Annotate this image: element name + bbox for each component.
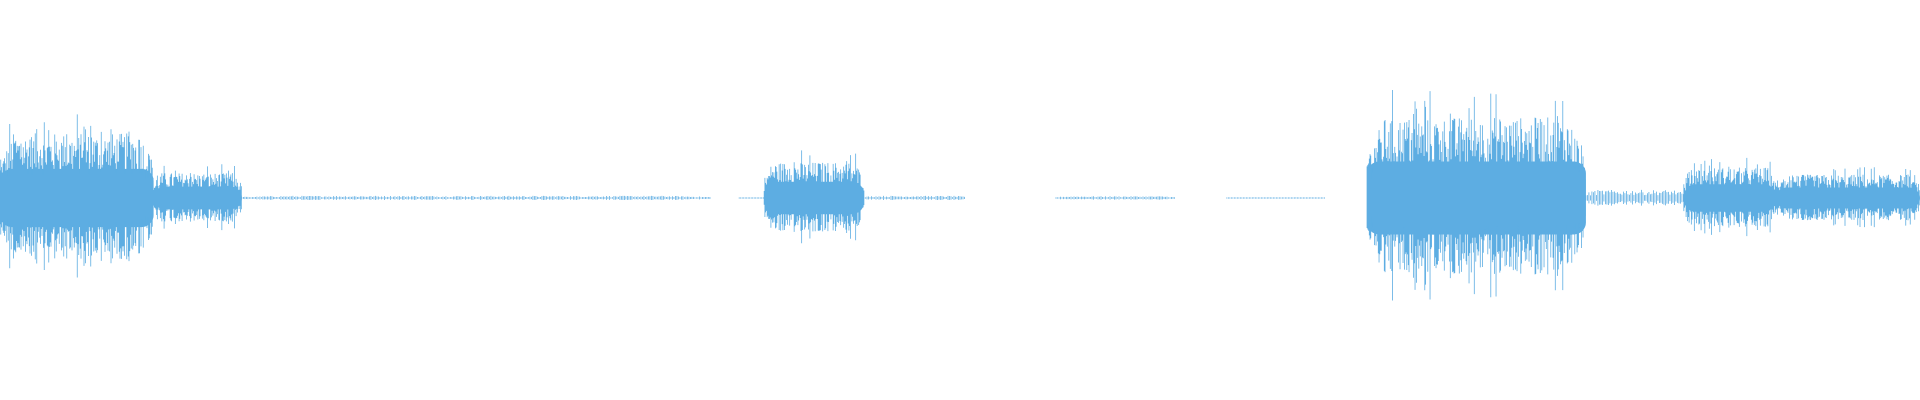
waveform-samples xyxy=(0,90,1920,301)
waveform-path xyxy=(0,90,1920,301)
